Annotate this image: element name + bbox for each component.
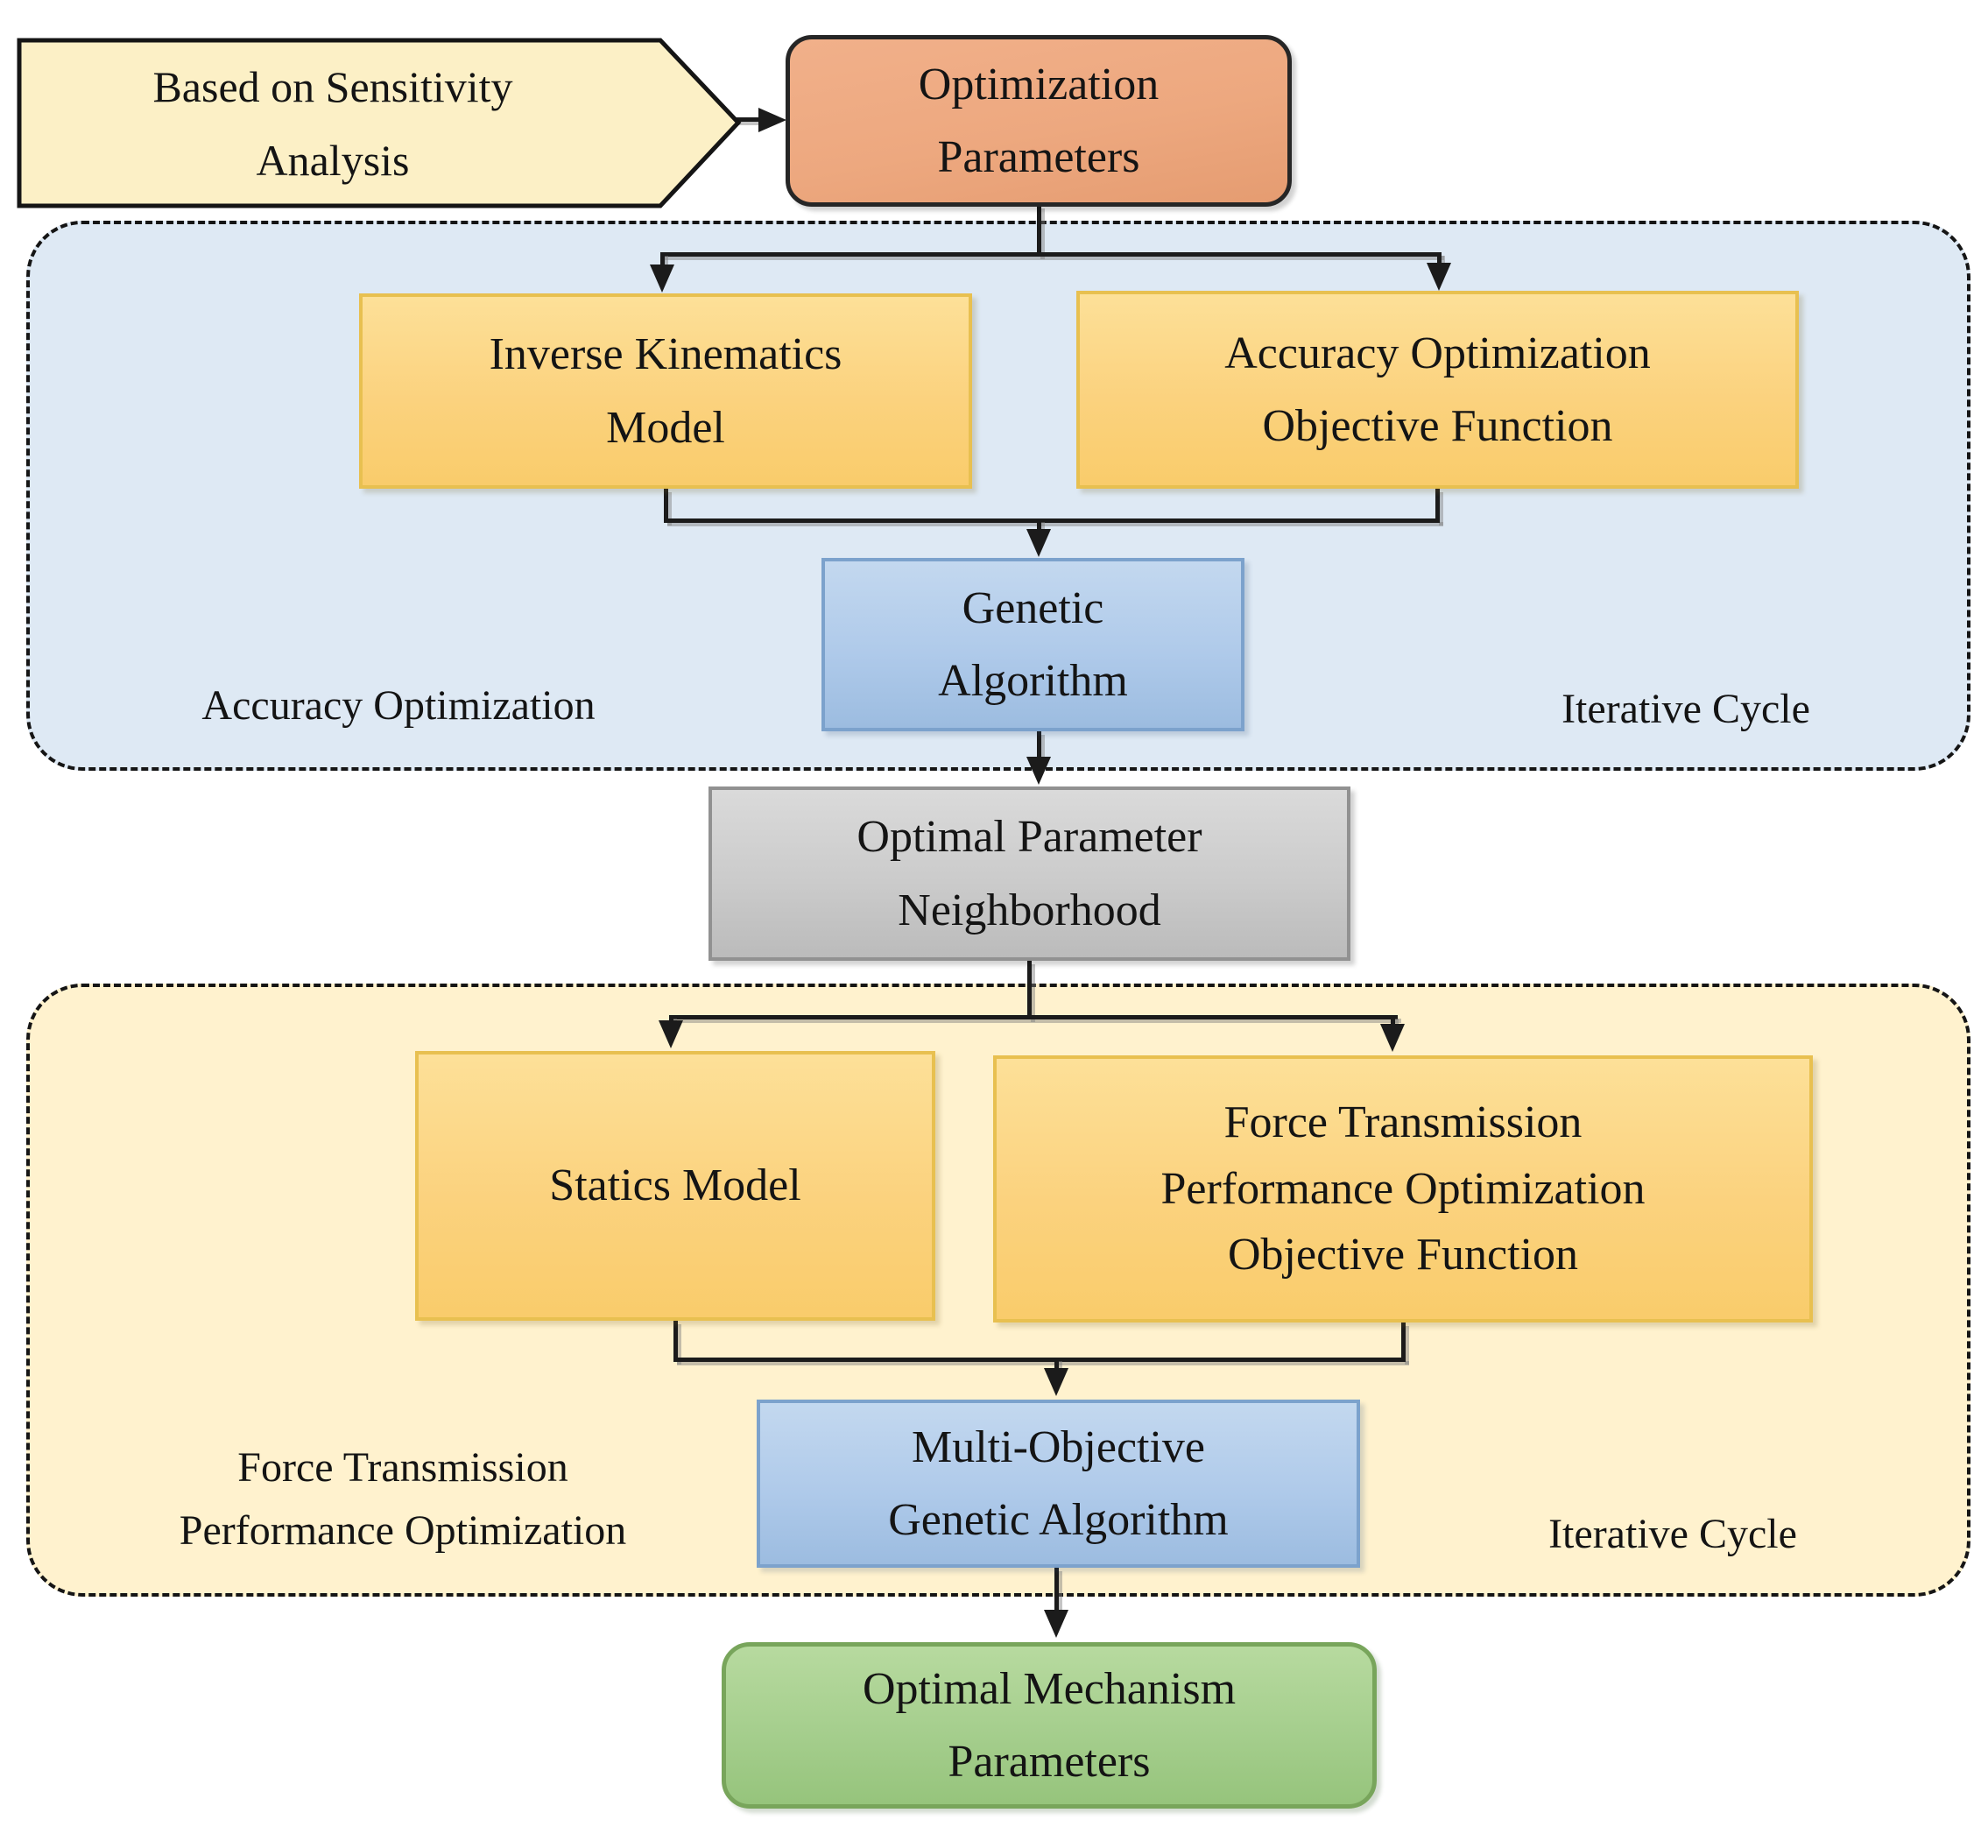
node-label: Parameters [948,1737,1151,1787]
genetic-algorithm-box: Genetic Algorithm [821,558,1244,731]
iterative-cycle-label-force: Iterative Cycle [1548,1511,1797,1557]
edge-ik-down [664,489,668,522]
node-label: Multi-Objective [911,1421,1206,1472]
edge-to-moga [1054,1358,1059,1370]
arrow-down-icon [1380,1024,1405,1052]
edge-to-force-objective [1391,1015,1395,1026]
inverse-kinematics-model-box: Inverse Kinematics Model [359,293,972,489]
accuracy-objective-function-box: Accuracy Optimization Objective Function [1076,291,1799,489]
node-label: Objective Function [1227,1230,1579,1280]
force-objective-function-box: Force Transmission Performance Optimizat… [993,1055,1813,1323]
node-label: Force Transmission [1223,1097,1583,1148]
accuracy-region-label: Accuracy Optimization [201,682,596,729]
edge-ao-down [1435,489,1440,522]
node-label: Genetic [962,582,1104,633]
arrow-down-icon [1044,1610,1068,1638]
node-label: Parameters [937,132,1140,182]
optimal-mechanism-parameters-box: Optimal Mechanism Parameters [722,1642,1377,1809]
arrow-down-icon [650,265,674,293]
edge-force-objective-down [1401,1323,1406,1361]
edge-to-accuracy-objective [1437,252,1442,266]
sensitivity-note-line: Based on Sensitivity [152,61,513,111]
edge-accuracy-split [660,252,1441,257]
node-label: Optimization [918,59,1160,109]
force-region-label-line: Force Transmission [237,1444,568,1491]
edge-force-join [673,1358,1406,1362]
arrow-down-icon [1044,1368,1068,1396]
sensitivity-pentagon-shape [17,38,742,208]
edge-parameters-down [1037,205,1041,256]
node-label: Statics Model [549,1160,801,1211]
arrow-down-icon [1026,757,1051,785]
node-label: Neighborhood [898,885,1161,935]
edge-force-split [669,1015,1398,1019]
edge-to-statics [669,1015,673,1024]
node-label: Objective Function [1262,401,1613,451]
force-region-label-line: Performance Optimization [179,1507,627,1554]
node-label: Genetic Algorithm [888,1495,1229,1545]
node-label: Algorithm [938,656,1128,706]
optimal-parameter-neighborhood-box: Optimal Parameter Neighborhood [708,786,1350,961]
statics-model-box: Statics Model [415,1051,935,1321]
arrow-down-icon [659,1020,683,1048]
sensitivity-note-line: Analysis [256,135,410,185]
multi-objective-genetic-algorithm-box: Multi-Objective Genetic Algorithm [757,1400,1360,1568]
edge-accuracy-join [664,518,1440,523]
edge-to-inverse-kinematics [660,252,665,268]
edge-sensitivity-to-parameters [732,117,769,122]
node-label: Inverse Kinematics [489,329,842,380]
node-label: Optimal Mechanism [862,1663,1237,1714]
node-label: Optimal Parameter [857,812,1202,863]
edge-to-genetic-algorithm [1037,518,1041,531]
edge-statics-down [673,1321,678,1361]
arrow-right-icon [758,108,786,132]
edge-neighborhood-down [1027,961,1032,1019]
edge-moga-to-result [1054,1568,1059,1612]
force-region-label: Force Transmission Performance Optimizat… [44,1436,762,1562]
edge-ga-to-neighborhood [1037,731,1041,759]
node-label: Performance Optimization [1160,1163,1646,1214]
sensitivity-note: Based on Sensitivity Analysis [26,51,639,195]
arrow-down-icon [1427,263,1451,291]
iterative-cycle-label-accuracy: Iterative Cycle [1561,686,1810,732]
node-label: Model [606,402,725,453]
optimization-parameters-box: Optimization Parameters [786,35,1292,207]
node-label: Accuracy Optimization [1224,328,1651,378]
arrow-down-icon [1026,529,1051,557]
